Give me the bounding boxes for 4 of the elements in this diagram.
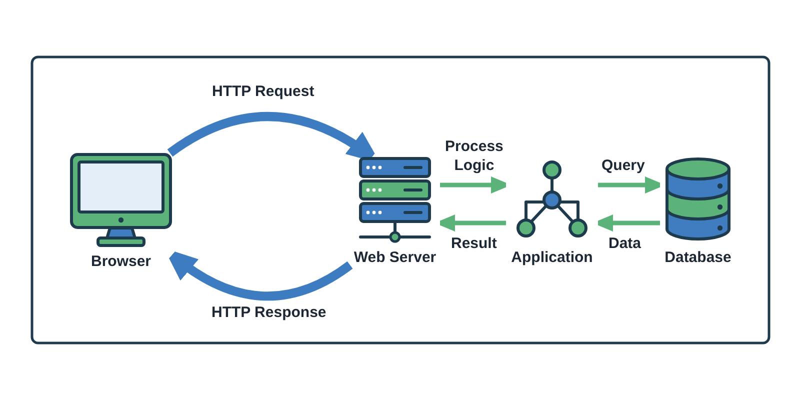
- node-label: Browser: [90, 253, 152, 271]
- node-label: Web Server: [354, 249, 436, 267]
- node-label: Database: [664, 249, 732, 267]
- node-label: Application: [511, 249, 593, 267]
